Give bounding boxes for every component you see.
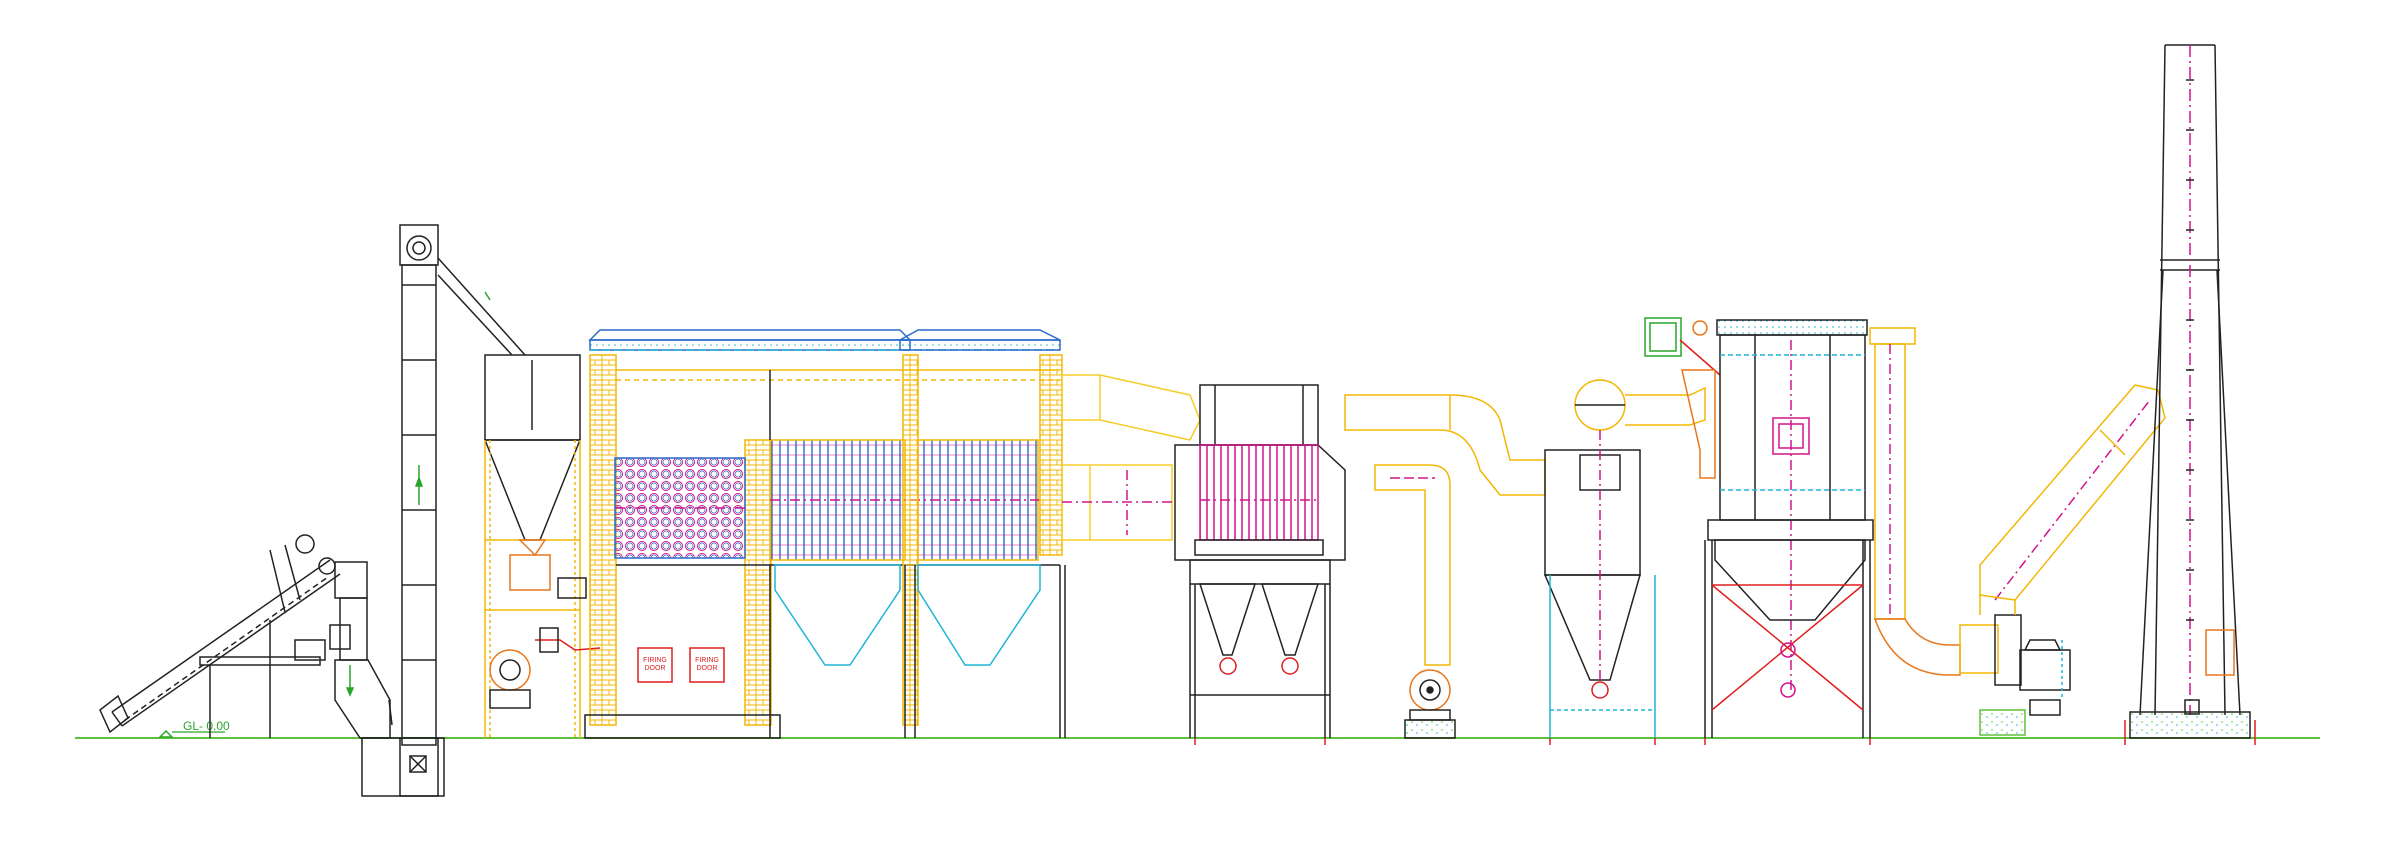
firing-door-1-line2: DOOR — [645, 665, 666, 672]
flue-duct-1 — [1061, 374, 1201, 541]
firing-door-1-line1: FIRING — [643, 657, 667, 664]
flue-duct-3 — [1869, 327, 1961, 676]
bag-filter — [1644, 317, 1874, 738]
id-fan-1 — [1404, 669, 1456, 739]
heat-exchanger — [769, 329, 1066, 738]
chimney-duct — [1979, 384, 2166, 615]
multicyclone — [1174, 384, 1346, 738]
firing-door-2-line2: DOOR — [697, 665, 718, 672]
feed-silo — [483, 354, 601, 738]
inclined-conveyor — [99, 534, 341, 738]
crusher-hopper — [294, 561, 393, 739]
cyclone — [1543, 379, 1706, 738]
ground-level-marker: GL- 0.00 — [158, 719, 230, 738]
firing-door-2-line1: FIRING — [695, 657, 719, 664]
bucket-elevator — [361, 224, 526, 797]
ground-level-label: GL- 0.00 — [183, 719, 230, 733]
flue-duct-2 — [1344, 394, 1546, 666]
id-fan-2 — [1959, 614, 2071, 736]
chimney — [2124, 44, 2256, 745]
foundation-markers — [1194, 738, 1871, 745]
furnace: FIRING DOOR FIRING DOOR — [584, 329, 1060, 739]
